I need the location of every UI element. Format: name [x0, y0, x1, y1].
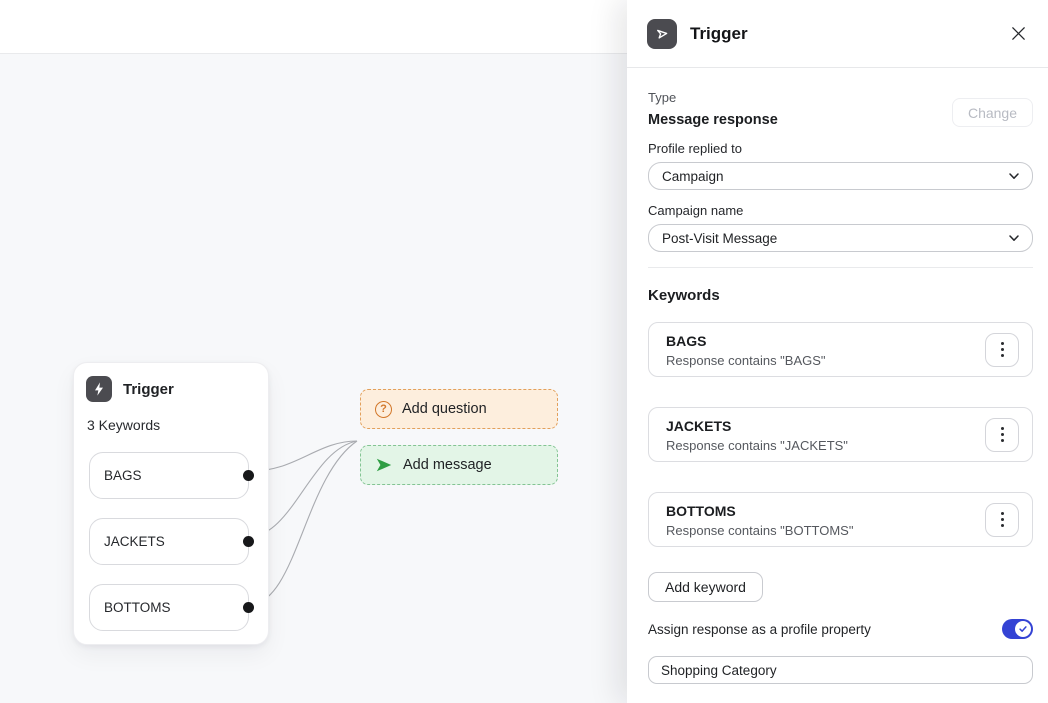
trigger-node-header: Trigger: [86, 376, 256, 402]
panel-title: Trigger: [690, 23, 748, 43]
keyword-name: BAGS: [666, 333, 707, 349]
trigger-settings-panel: Trigger Type Message response Change Pro…: [627, 0, 1048, 703]
keyword-condition: Response contains "BAGS": [666, 353, 826, 368]
question-circle-icon: ?: [375, 400, 392, 418]
node-keyword-jackets[interactable]: JACKETS: [89, 518, 254, 565]
type-section: Type Message response Change: [648, 90, 1033, 128]
add-question-label: Add question: [402, 401, 487, 417]
chevron-down-icon: [1008, 232, 1020, 244]
close-icon[interactable]: [1006, 22, 1030, 46]
check-icon: [1015, 621, 1031, 637]
add-question-button[interactable]: ? Add question: [360, 389, 558, 429]
chevron-down-icon: [1008, 170, 1020, 182]
node-keyword-label: BOTTOMS: [104, 600, 171, 615]
change-type-button[interactable]: Change: [951, 98, 1033, 127]
assign-profile-property-row: Assign response as a profile property: [648, 619, 1033, 639]
keyword-card-bags: BAGS Response contains "BAGS": [648, 322, 1033, 377]
assign-label: Assign response as a profile property: [648, 621, 871, 637]
profile-replied-label: Profile replied to: [648, 141, 742, 156]
connector-handle[interactable]: [243, 602, 254, 613]
node-keyword-label: BAGS: [104, 468, 142, 483]
profile-replied-select[interactable]: Campaign: [648, 162, 1033, 190]
connector-handle[interactable]: [243, 536, 254, 547]
keyword-name: JACKETS: [666, 418, 732, 434]
add-message-label: Add message: [403, 457, 492, 473]
profile-replied-value: Campaign: [662, 168, 724, 184]
send-arrow-icon: [375, 456, 393, 474]
keyword-condition: Response contains "JACKETS": [666, 438, 848, 453]
keyword-name: BOTTOMS: [666, 503, 736, 519]
section-divider: [648, 267, 1033, 268]
add-message-button[interactable]: Add message: [360, 445, 558, 485]
panel-body: Type Message response Change Profile rep…: [627, 68, 1048, 703]
campaign-name-value: Post-Visit Message: [662, 230, 778, 246]
kebab-icon[interactable]: [985, 417, 1019, 452]
node-keyword-bags[interactable]: BAGS: [89, 452, 254, 499]
keyword-card-jackets: JACKETS Response contains "JACKETS": [648, 407, 1033, 462]
keyword-condition: Response contains "BOTTOMS": [666, 523, 854, 538]
campaign-name-label: Campaign name: [648, 203, 744, 218]
node-subtitle: 3 Keywords: [87, 417, 161, 433]
property-name-input[interactable]: [648, 656, 1033, 684]
keyword-card-bottoms: BOTTOMS Response contains "BOTTOMS": [648, 492, 1033, 547]
campaign-name-select[interactable]: Post-Visit Message: [648, 224, 1033, 252]
kebab-icon[interactable]: [985, 332, 1019, 367]
trigger-node-card[interactable]: Trigger 3 Keywords BAGS JACKETS BOTTOMS: [73, 362, 269, 645]
panel-header: Trigger: [627, 0, 1048, 68]
node-title: Trigger: [123, 380, 174, 398]
connector-handle[interactable]: [243, 470, 254, 481]
lightning-icon: [86, 376, 112, 402]
type-value: Message response: [648, 112, 778, 128]
node-keyword-label: JACKETS: [104, 534, 165, 549]
assign-toggle[interactable]: [1002, 619, 1033, 639]
keywords-heading: Keywords: [648, 287, 720, 304]
add-keyword-button[interactable]: Add keyword: [648, 572, 763, 602]
send-icon: [647, 18, 677, 49]
type-label: Type: [648, 90, 677, 105]
node-keyword-bottoms[interactable]: BOTTOMS: [89, 584, 254, 631]
kebab-icon[interactable]: [985, 502, 1019, 537]
